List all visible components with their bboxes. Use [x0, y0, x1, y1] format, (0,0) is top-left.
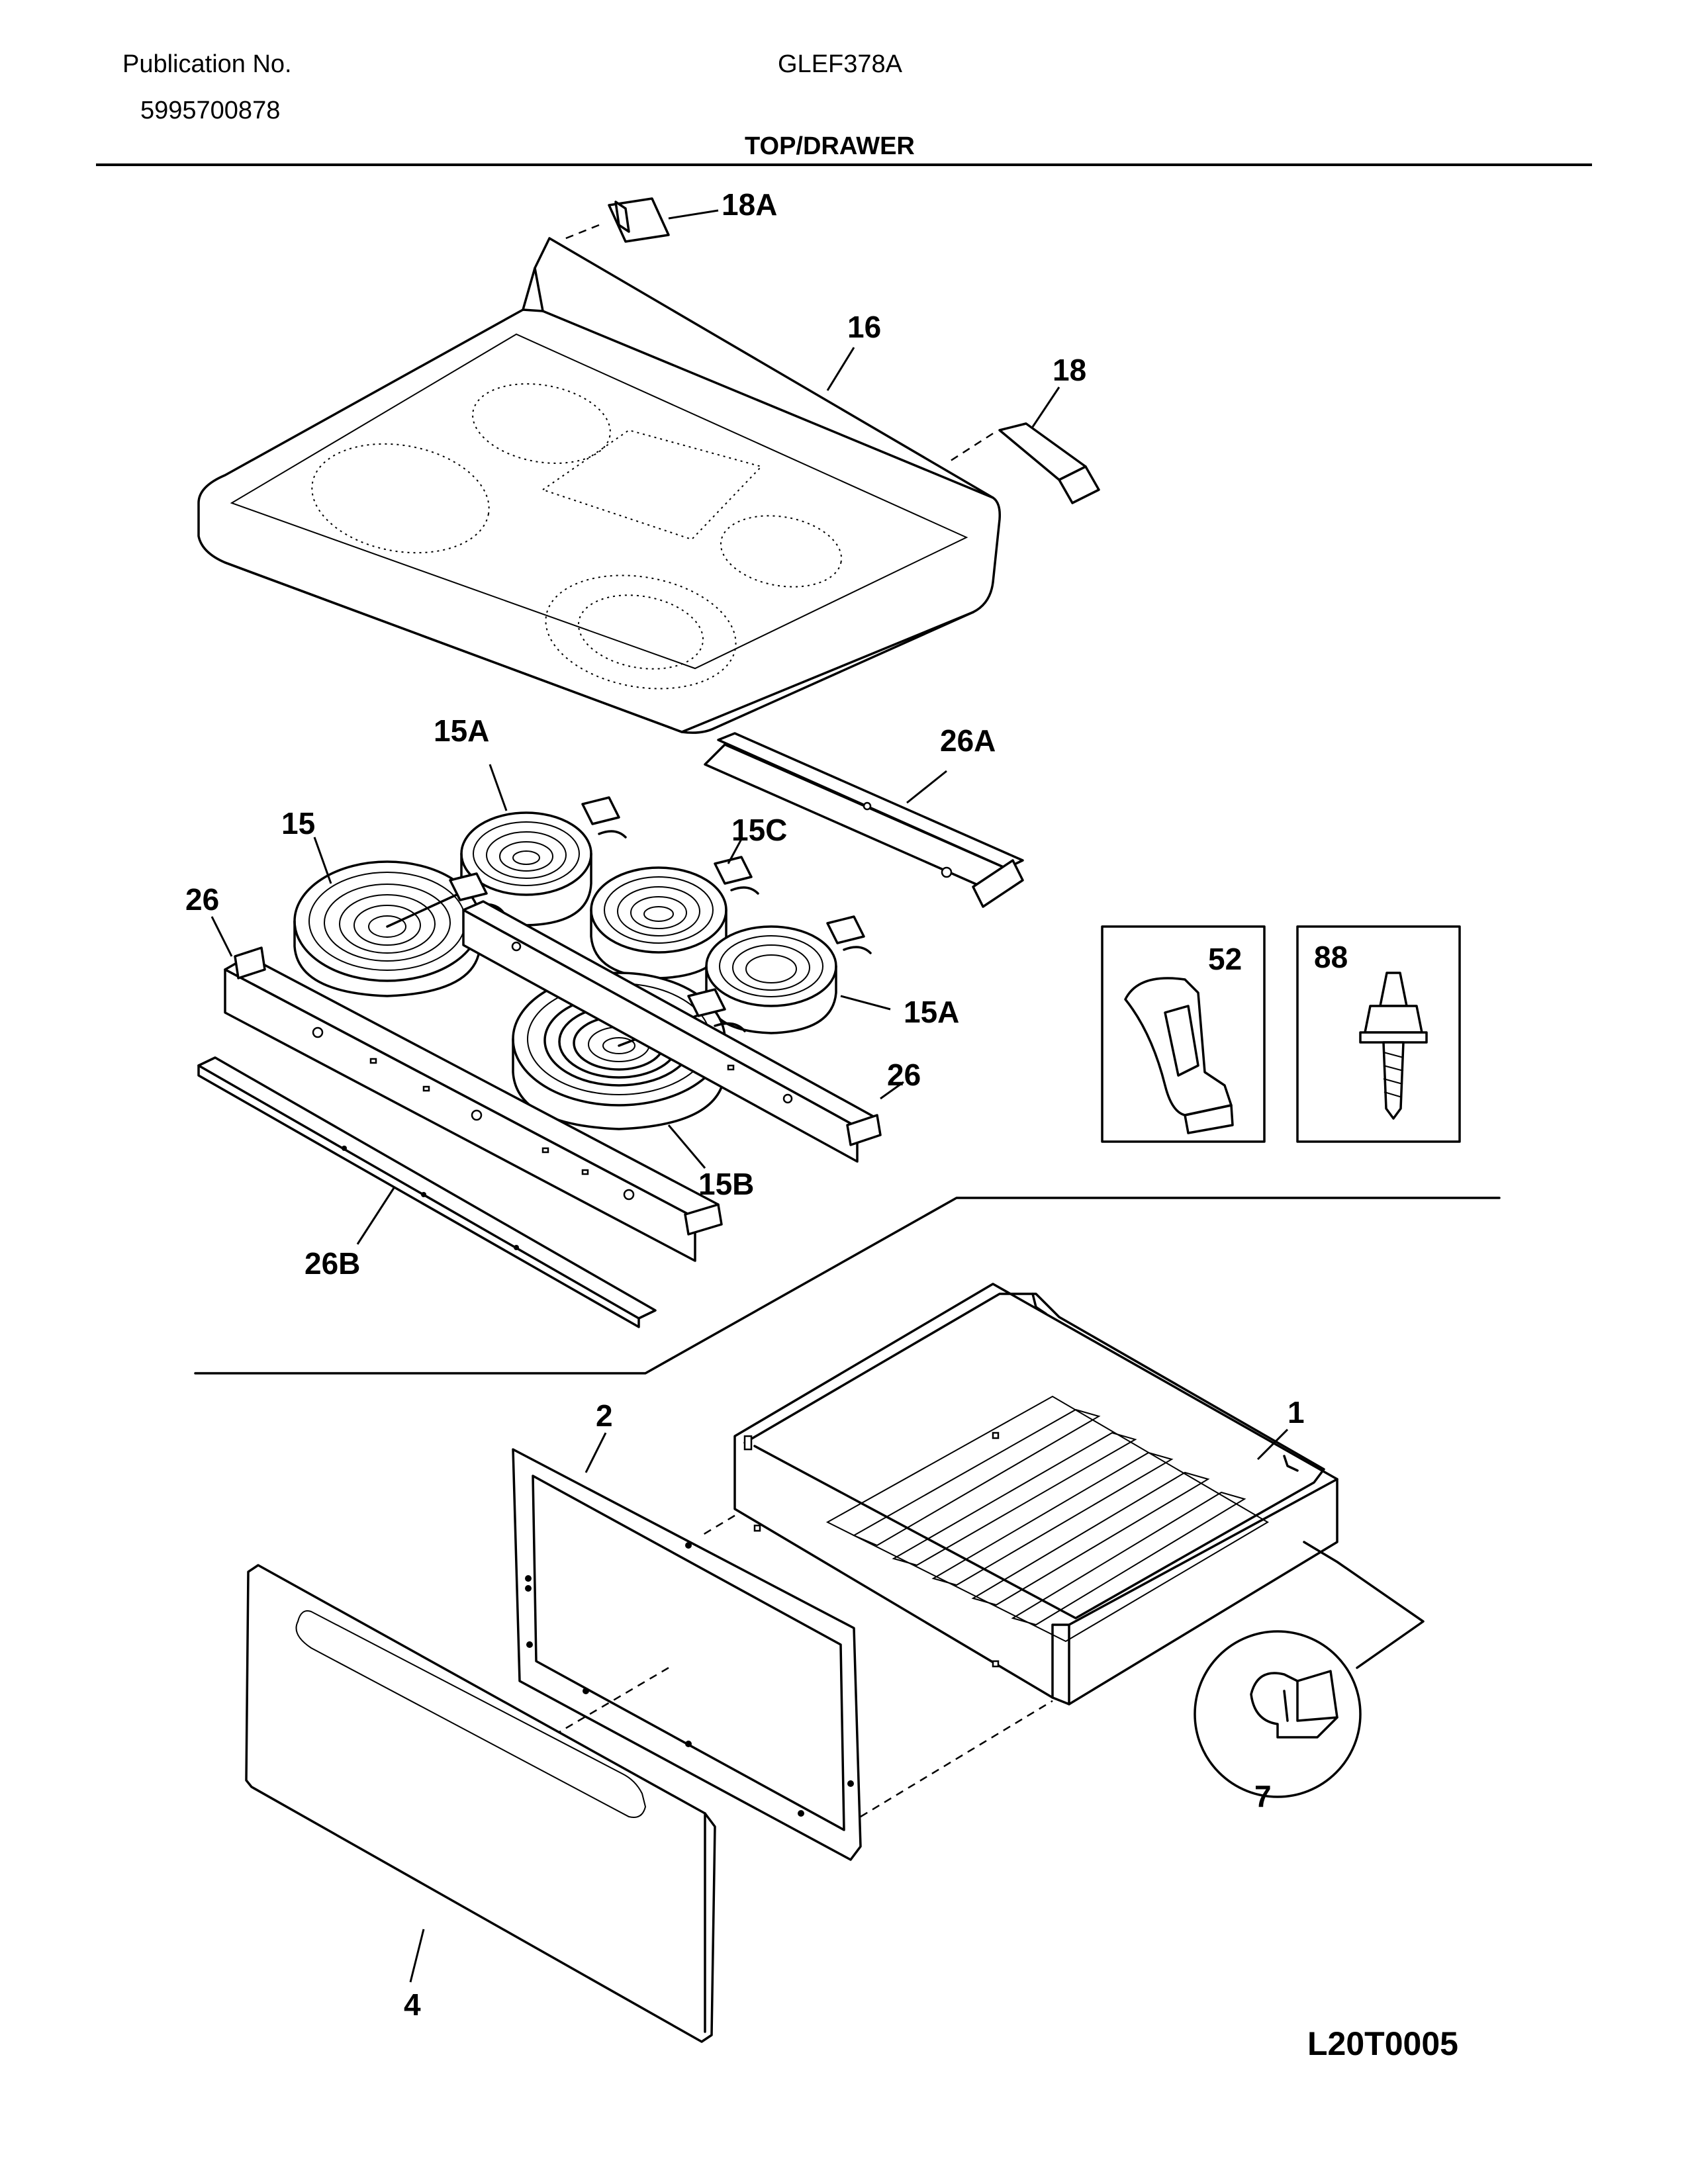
section-title: TOP/DRAWER	[745, 132, 915, 160]
inset-box-part-88	[1296, 925, 1461, 1143]
model-number: GLEF378A	[778, 50, 902, 78]
callout-18: 18	[1053, 353, 1086, 387]
publication-label: Publication No.	[122, 50, 292, 78]
diagram-code: L20T0005	[1307, 2025, 1458, 2062]
surface-element-15	[293, 837, 504, 997]
callout-4: 4	[404, 1987, 421, 2022]
callout-15A-right: 15A	[904, 995, 959, 1029]
rail-part-26-left	[211, 916, 723, 1262]
callout-16: 16	[847, 310, 881, 344]
drawer-front-part-4	[245, 1564, 716, 2043]
callout-15B: 15B	[698, 1167, 754, 1201]
callout-88: 88	[1314, 940, 1348, 974]
clip-detail-part-7	[1194, 1541, 1425, 1798]
rail-part-26-right	[462, 900, 904, 1163]
callout-2: 2	[596, 1398, 613, 1433]
cooktop-part-16	[197, 237, 1002, 734]
callout-26A: 26A	[940, 723, 996, 758]
inset-box-part-52	[1101, 925, 1266, 1143]
bracket-part-18	[946, 387, 1100, 504]
callout-1: 1	[1288, 1395, 1305, 1430]
callout-26B: 26B	[305, 1246, 360, 1281]
header-rule	[96, 163, 1592, 166]
callout-7: 7	[1254, 1779, 1272, 1813]
callout-15: 15	[281, 806, 315, 841]
surface-element-15C	[590, 839, 759, 979]
surface-element-15A-right	[705, 915, 891, 1034]
callout-52: 52	[1208, 942, 1242, 976]
drawer-panel-part-2	[512, 1432, 1053, 1861]
callout-15A-top: 15A	[434, 713, 489, 748]
trim-strip-part-26B	[197, 1056, 657, 1328]
drawer-box-part-1	[733, 1283, 1338, 1706]
callout-26-left: 26	[185, 882, 219, 917]
callout-26-right: 26	[887, 1058, 921, 1092]
callout-18A: 18A	[722, 187, 777, 222]
rail-part-26A	[704, 732, 1024, 908]
publication-number: 5995700878	[140, 97, 281, 124]
section-divider-line	[194, 1197, 1501, 1375]
bracket-part-18A	[562, 197, 719, 243]
callout-15C: 15C	[731, 813, 787, 847]
